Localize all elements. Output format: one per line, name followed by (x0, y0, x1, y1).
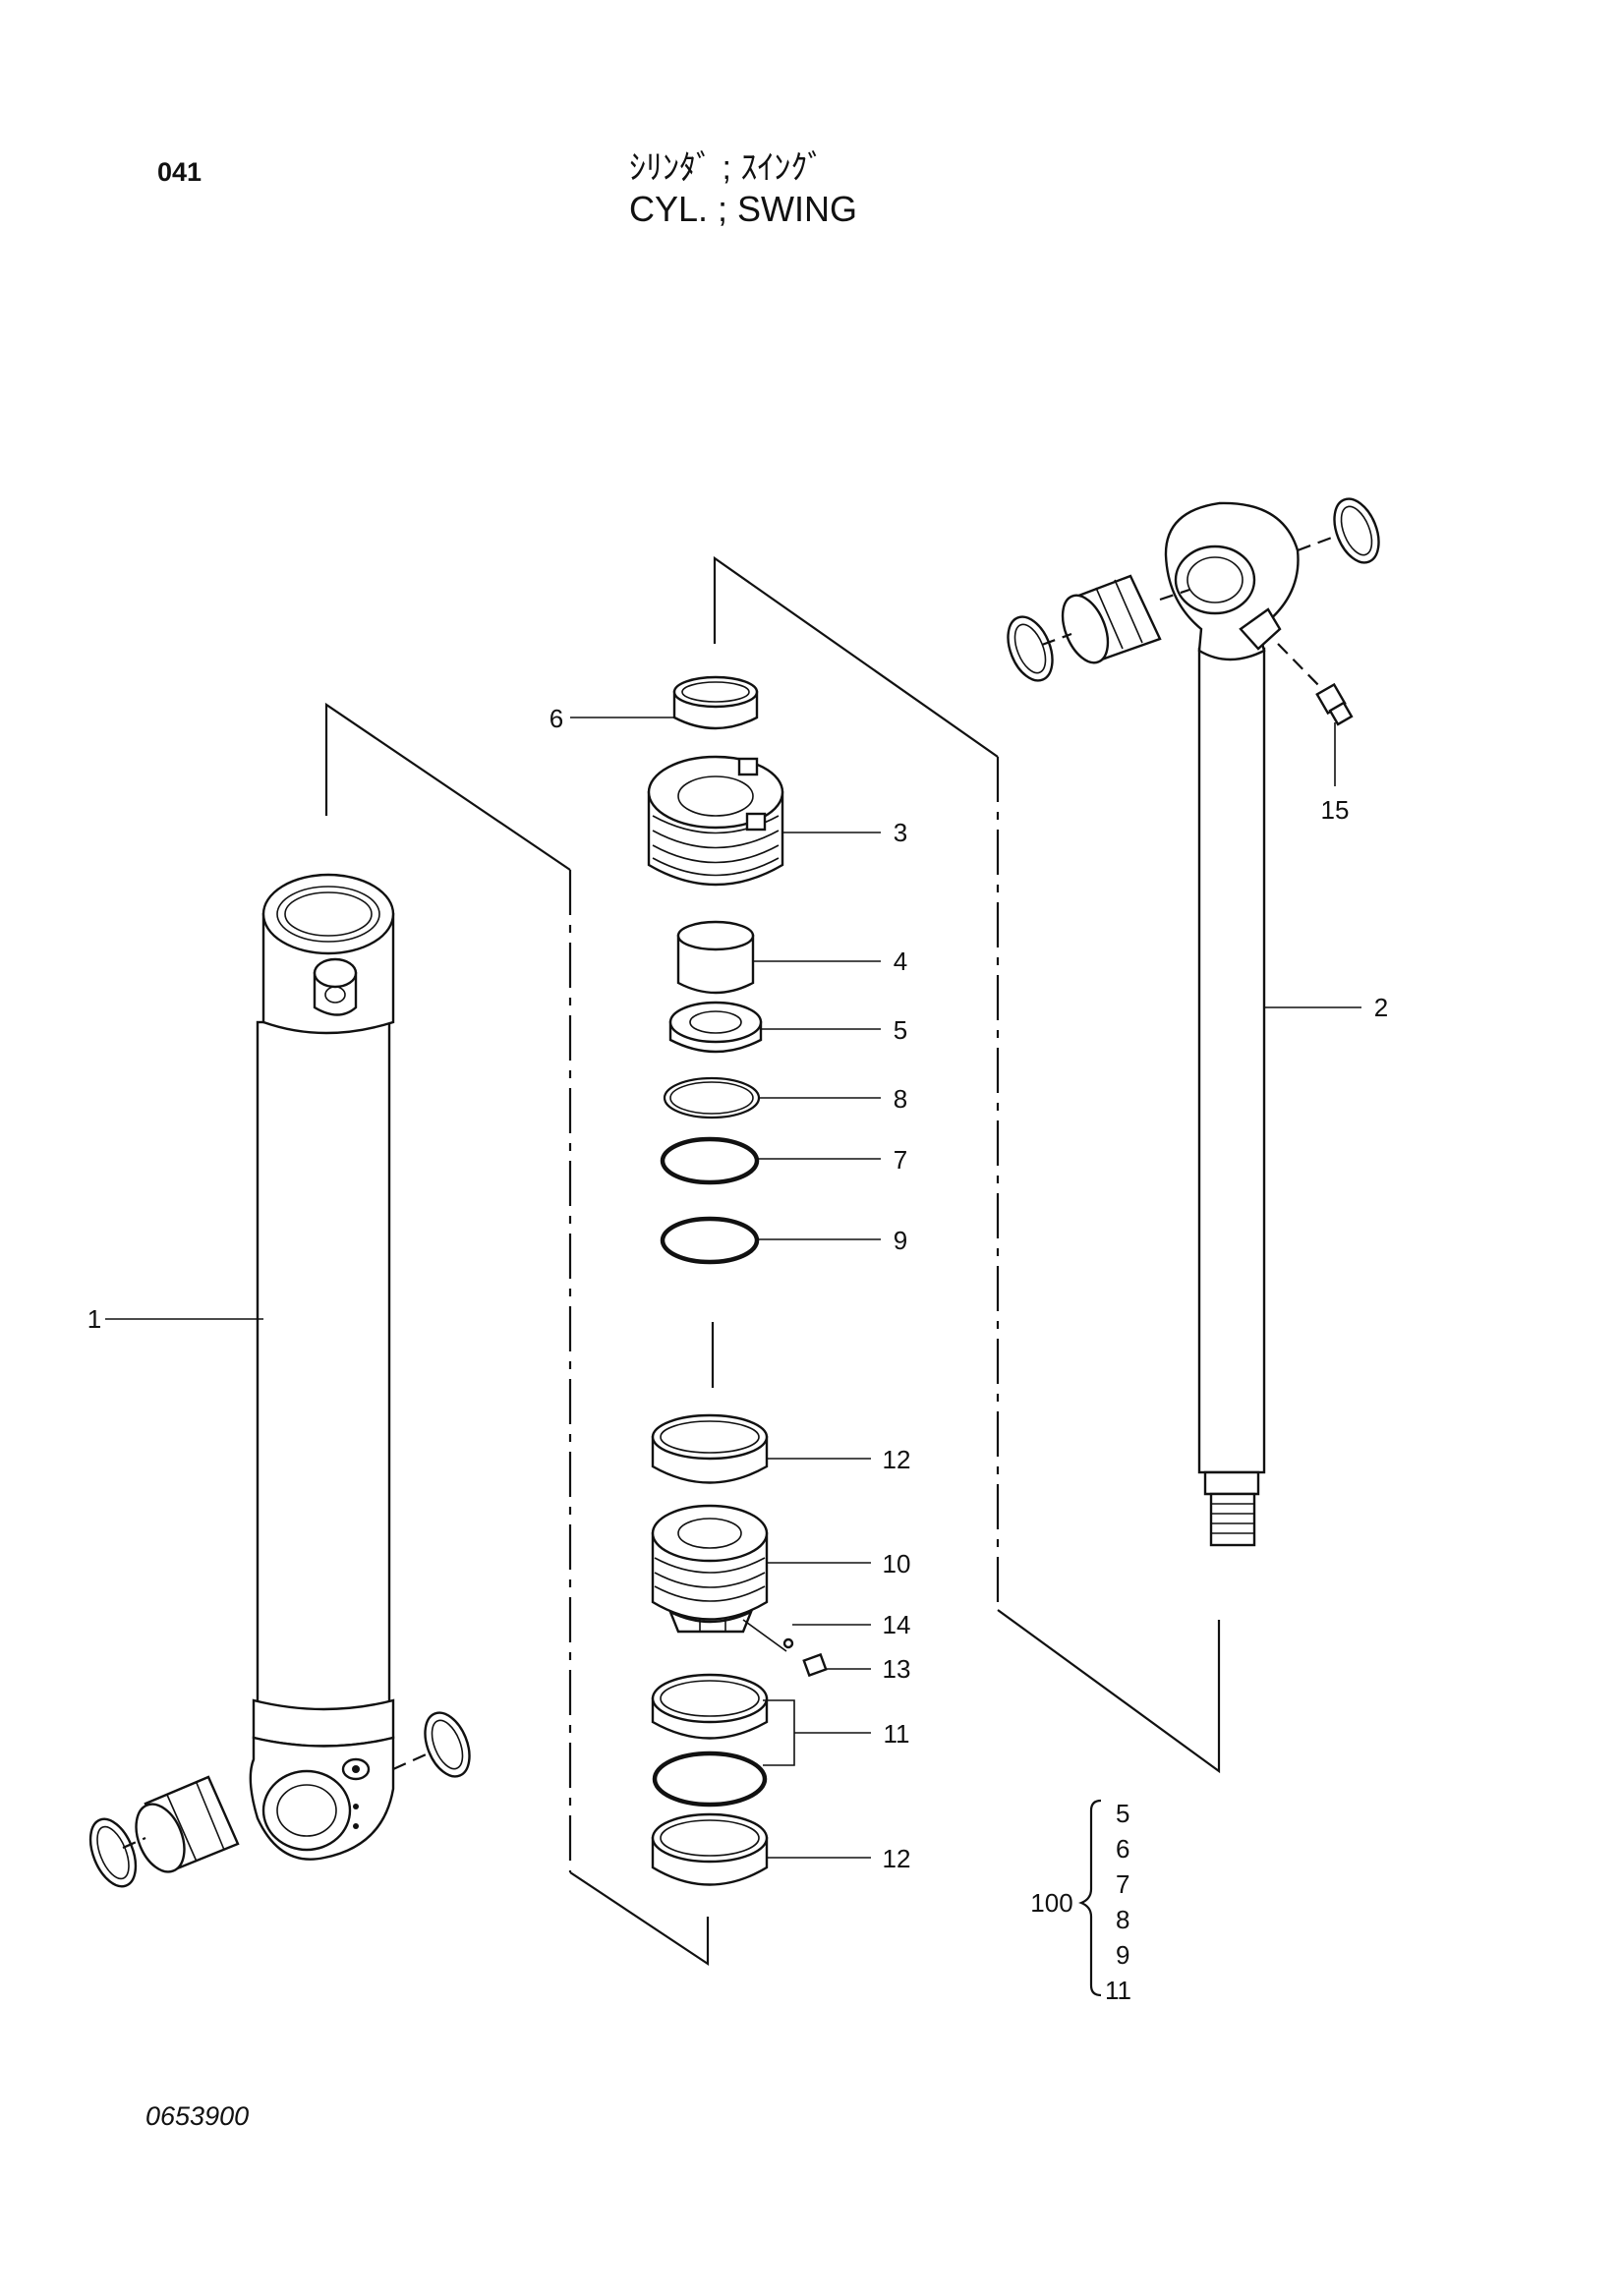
part-3-rod-cover (647, 755, 784, 887)
part-7-o-ring (660, 1136, 760, 1185)
drawing-number: 0653900 (145, 2101, 250, 2131)
part-12-wear-ring-upper (651, 1413, 769, 1484)
callout-3: 3 (894, 818, 907, 847)
callout-7: 7 (894, 1145, 907, 1175)
leader-lines (105, 717, 1361, 1859)
callout-15: 15 (1321, 795, 1350, 825)
callout-5: 5 (894, 1015, 907, 1045)
page-number: 041 (157, 157, 202, 187)
callout-11: 11 (884, 1719, 910, 1749)
kit-item: 9 (1116, 1940, 1129, 1970)
title-japanese: ｼﾘﾝﾀﾞ ; ｽｲﾝｸﾞ (629, 149, 825, 187)
part-9-o-ring (660, 1216, 760, 1265)
kit-item: 6 (1116, 1834, 1129, 1864)
kit-bracket (1078, 1799, 1102, 1997)
callout-12-lower: 12 (883, 1844, 911, 1873)
callout-6: 6 (550, 704, 563, 733)
callout-1: 1 (87, 1304, 101, 1334)
part-14-steel-ball (782, 1637, 794, 1649)
part-8-ring (663, 1076, 761, 1119)
callout-8: 8 (894, 1084, 907, 1114)
part-13-set-screw (802, 1652, 828, 1678)
callout-13: 13 (883, 1654, 911, 1684)
cylinder-tube (88, 873, 471, 1888)
kit-contents: 100 5 6 7 8 9 11 (1030, 1799, 1131, 2005)
kit-item: 5 (1116, 1799, 1129, 1828)
callout-4: 4 (894, 947, 907, 976)
kit-label: 100 (1030, 1888, 1072, 1918)
kit-item: 8 (1116, 1905, 1129, 1934)
callout-2: 2 (1374, 993, 1388, 1022)
piston-rod (1007, 497, 1380, 1547)
title-english: CYL. ; SWING (629, 189, 858, 229)
callout-12-upper: 12 (883, 1445, 911, 1474)
kit-item: 11 (1105, 1976, 1131, 2005)
part-6-bushing (672, 675, 759, 730)
explosion-guide-lines (324, 555, 1221, 1967)
part-10-piston (651, 1504, 787, 1652)
grease-fitting (1277, 643, 1354, 726)
callout-labels: 1 2 3 4 5 6 7 8 9 10 11 12 12 13 14 15 (87, 704, 1388, 1873)
callout-14: 14 (883, 1610, 911, 1639)
part-11-seal-set (651, 1673, 769, 1808)
callout-10: 10 (883, 1549, 911, 1578)
kit-item: 7 (1116, 1869, 1129, 1899)
part-5-buffer-ring (668, 1001, 763, 1054)
callout-9: 9 (894, 1226, 907, 1255)
part-12-wear-ring-lower (651, 1812, 769, 1886)
part-4-bushing (676, 920, 755, 995)
